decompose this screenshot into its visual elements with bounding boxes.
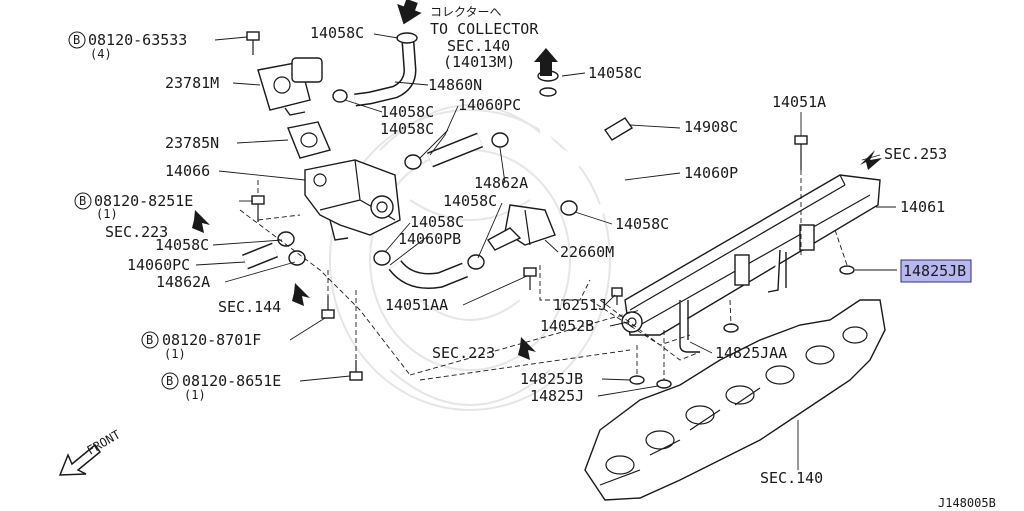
label-bolt-8701f-qty: (1) bbox=[164, 347, 186, 361]
arrow-front-icon bbox=[58, 443, 102, 476]
label-sec144[interactable]: SEC.144 bbox=[218, 298, 281, 316]
label-14825jb[interactable]: 14825JB bbox=[520, 370, 583, 388]
clamp-b bbox=[404, 154, 422, 170]
direction-arrows bbox=[58, 0, 882, 476]
clamps bbox=[277, 89, 634, 270]
label-14825j[interactable]: 14825J bbox=[530, 387, 584, 405]
part-labels: B 08120-63533 (4) 23781M 14058C コレクターへ T… bbox=[73, 5, 996, 510]
label-22660m[interactable]: 22660M bbox=[560, 243, 614, 261]
clamp-a bbox=[332, 89, 348, 103]
o-rings bbox=[629, 265, 855, 389]
label-14058c-4[interactable]: 14058C bbox=[380, 120, 434, 138]
diagram-code: J148005B bbox=[938, 496, 996, 510]
arrow-sec140-up-icon bbox=[534, 48, 558, 76]
hose-14060pb bbox=[388, 259, 468, 289]
highlight-box bbox=[900, 259, 972, 283]
bolt-icon-8701f bbox=[321, 296, 335, 319]
bolt-icon-8651e bbox=[349, 360, 363, 381]
bolt-icon-8251e bbox=[251, 195, 265, 222]
label-bolt-63533[interactable]: 08120-63533 bbox=[88, 31, 187, 49]
label-14058c-5[interactable]: 14058C bbox=[443, 192, 497, 210]
label-sec140-bottom[interactable]: SEC.140 bbox=[760, 469, 823, 487]
label-14058c-6[interactable]: 14058C bbox=[410, 213, 464, 231]
sensor-22660m bbox=[486, 204, 556, 251]
label-23781m[interactable]: 23781M bbox=[165, 74, 219, 92]
arrow-sec223-mid-icon bbox=[518, 337, 536, 360]
label-to-collector: TO COLLECTOR bbox=[430, 20, 539, 38]
bolts bbox=[246, 31, 808, 381]
clamp-g bbox=[277, 231, 295, 247]
label-14058c-2[interactable]: 14058C bbox=[588, 64, 642, 82]
valve-23781m bbox=[257, 57, 323, 116]
label-14058c-1[interactable]: 14058C bbox=[310, 24, 364, 42]
bolt-icon-14051aa bbox=[523, 267, 537, 290]
label-14051a[interactable]: 14051A bbox=[772, 93, 826, 111]
clamp-c bbox=[491, 132, 509, 148]
label-14860n[interactable]: 14860N bbox=[428, 76, 482, 94]
circled-b-markers bbox=[68, 31, 179, 390]
label-14825jaa[interactable]: 14825JAA bbox=[715, 344, 787, 362]
intake-manifold bbox=[584, 299, 886, 501]
bolt-icon-63533 bbox=[246, 31, 260, 55]
bolt-icon-16251j bbox=[611, 287, 623, 305]
label-14066[interactable]: 14066 bbox=[165, 162, 210, 180]
label-14908c[interactable]: 14908C bbox=[684, 118, 738, 136]
clamp-e bbox=[373, 250, 391, 266]
label-sec140-top[interactable]: SEC.140 bbox=[447, 37, 510, 55]
label-23785n[interactable]: 23785N bbox=[165, 134, 219, 152]
clamp-d bbox=[560, 200, 578, 216]
label-14060p[interactable]: 14060P bbox=[684, 164, 738, 182]
circled-b-label-3: B bbox=[146, 333, 153, 347]
circled-b-label: B bbox=[73, 33, 80, 47]
hose-14060pc-left bbox=[242, 242, 278, 270]
arrow-sec144-icon bbox=[292, 283, 310, 306]
label-bolt-8651e-qty: (1) bbox=[184, 388, 206, 402]
clip-14908c bbox=[603, 117, 634, 141]
hose-14060pc-top bbox=[427, 132, 483, 168]
label-14060pb[interactable]: 14060PB bbox=[398, 230, 461, 248]
label-bolt-8651e[interactable]: 08120-8651E bbox=[182, 372, 281, 390]
label-bolt-63533-qty: (4) bbox=[90, 47, 112, 61]
label-14052b[interactable]: 14052B bbox=[540, 317, 594, 335]
label-16251j[interactable]: 16251J bbox=[553, 296, 607, 314]
label-14013m[interactable]: (14013M) bbox=[443, 53, 515, 71]
bolt-icon-14051a bbox=[794, 135, 808, 170]
circled-b-label-2: B bbox=[79, 194, 86, 208]
label-14061[interactable]: 14061 bbox=[900, 198, 945, 216]
arrow-sec223-left-icon bbox=[192, 210, 210, 233]
arrow-sec253-icon bbox=[860, 150, 882, 170]
label-14862a-1[interactable]: 14862A bbox=[474, 174, 528, 192]
label-bolt-8701f[interactable]: 08120-8701F bbox=[162, 331, 261, 349]
water-rail-14061 bbox=[621, 174, 881, 353]
gasket-23785n bbox=[287, 121, 331, 159]
clamp-h bbox=[288, 250, 306, 266]
label-sec223-mid[interactable]: SEC.223 bbox=[432, 344, 495, 362]
label-front: FRONT bbox=[85, 427, 123, 457]
label-14060pc-1[interactable]: 14060PC bbox=[458, 96, 521, 114]
label-bolt-8251e-qty: (1) bbox=[96, 207, 118, 221]
label-14058c-7[interactable]: 14058C bbox=[615, 215, 669, 233]
label-14060pc-2[interactable]: 14060PC bbox=[127, 256, 190, 274]
label-14862a-2[interactable]: 14862A bbox=[156, 273, 210, 291]
label-14051aa[interactable]: 14051AA bbox=[385, 296, 448, 314]
label-14058c-3[interactable]: 14058C bbox=[380, 103, 434, 121]
dashed-lines bbox=[239, 170, 848, 381]
label-14058c-8[interactable]: 14058C bbox=[155, 236, 209, 254]
label-14825jb-highlighted[interactable]: 14825JB bbox=[903, 262, 966, 280]
label-bolt-8251e[interactable]: 08120-8251E bbox=[94, 192, 193, 210]
label-sec253[interactable]: SEC.253 bbox=[884, 145, 947, 163]
label-sec223-left[interactable]: SEC.223 bbox=[105, 223, 168, 241]
circled-b-label-4: B bbox=[166, 374, 173, 388]
arrow-to-collector-icon bbox=[397, 0, 422, 25]
housing-14066 bbox=[304, 159, 401, 241]
hose-14860n bbox=[354, 32, 418, 107]
clamp-f bbox=[467, 254, 485, 270]
label-collector-jp: コレクターへ bbox=[430, 5, 502, 19]
leader-lines bbox=[195, 33, 897, 470]
